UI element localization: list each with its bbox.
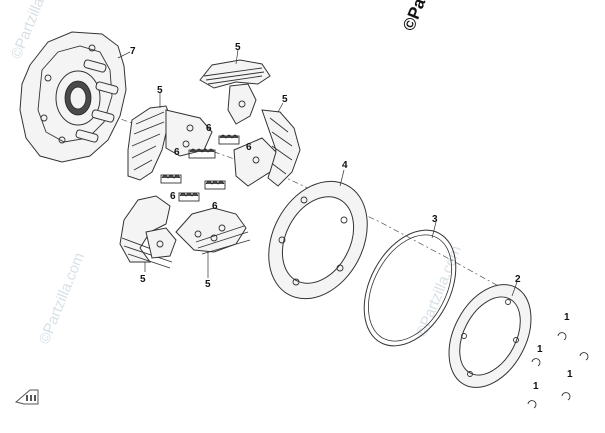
callout-spring-d: 6 [170, 191, 176, 202]
spring-c [160, 174, 182, 184]
callout-spring-c: 6 [246, 142, 252, 153]
clips [527, 332, 589, 409]
clip-d-shape [527, 400, 537, 409]
callout-clip-b: 1 [537, 344, 543, 355]
shoe-right [233, 109, 301, 187]
callout-clip-a: 1 [564, 312, 570, 323]
leader-lines [117, 49, 518, 297]
callout-spring-a: 6 [206, 123, 212, 134]
callout-labels: 7 5 5 5 5 5 6 6 6 6 6 4 3 2 1 1 1 1 [130, 42, 573, 392]
callout-shoe-right: 5 [282, 94, 288, 105]
cover-plate [448, 284, 532, 388]
callout-spring-b: 6 [174, 147, 180, 158]
drum-plate [268, 180, 368, 300]
callout-drum-plate: 4 [342, 160, 348, 171]
callout-shoe-left: 5 [157, 85, 163, 96]
spring-a [188, 148, 216, 159]
clip-e-shape [561, 392, 571, 401]
shoe-bottom-center [175, 207, 251, 255]
spring-e [178, 192, 200, 202]
callout-clip-c: 1 [533, 381, 539, 392]
springs [160, 134, 240, 202]
shoe-bottom-left [119, 195, 177, 269]
hub-part [19, 31, 127, 163]
spring-d [204, 180, 226, 190]
callout-shoe-top: 5 [235, 42, 241, 53]
clip-b-shape [531, 358, 541, 367]
shoe-left [127, 105, 213, 181]
watermark-left: ©Partzilla.com [36, 250, 88, 346]
clip-c-shape [579, 352, 589, 361]
callout-shoe-bottom-center: 5 [205, 279, 211, 290]
clip-a-shape [557, 332, 567, 341]
callout-hub: 7 [130, 46, 136, 57]
callout-friction-ring: 3 [432, 214, 438, 225]
callout-clip-d: 1 [567, 369, 573, 380]
spring-b [218, 134, 240, 145]
folder-arrow-icon[interactable] [14, 389, 39, 405]
assembly-axis [94, 109, 521, 299]
friction-ring [363, 229, 457, 347]
shoe-top [199, 59, 271, 125]
callout-spring-e: 6 [212, 201, 218, 212]
callout-shoe-bottom-left: 5 [140, 274, 146, 285]
copyright-text: ©Partzilla.com [399, 0, 461, 33]
callout-cover-plate: 2 [515, 274, 521, 285]
